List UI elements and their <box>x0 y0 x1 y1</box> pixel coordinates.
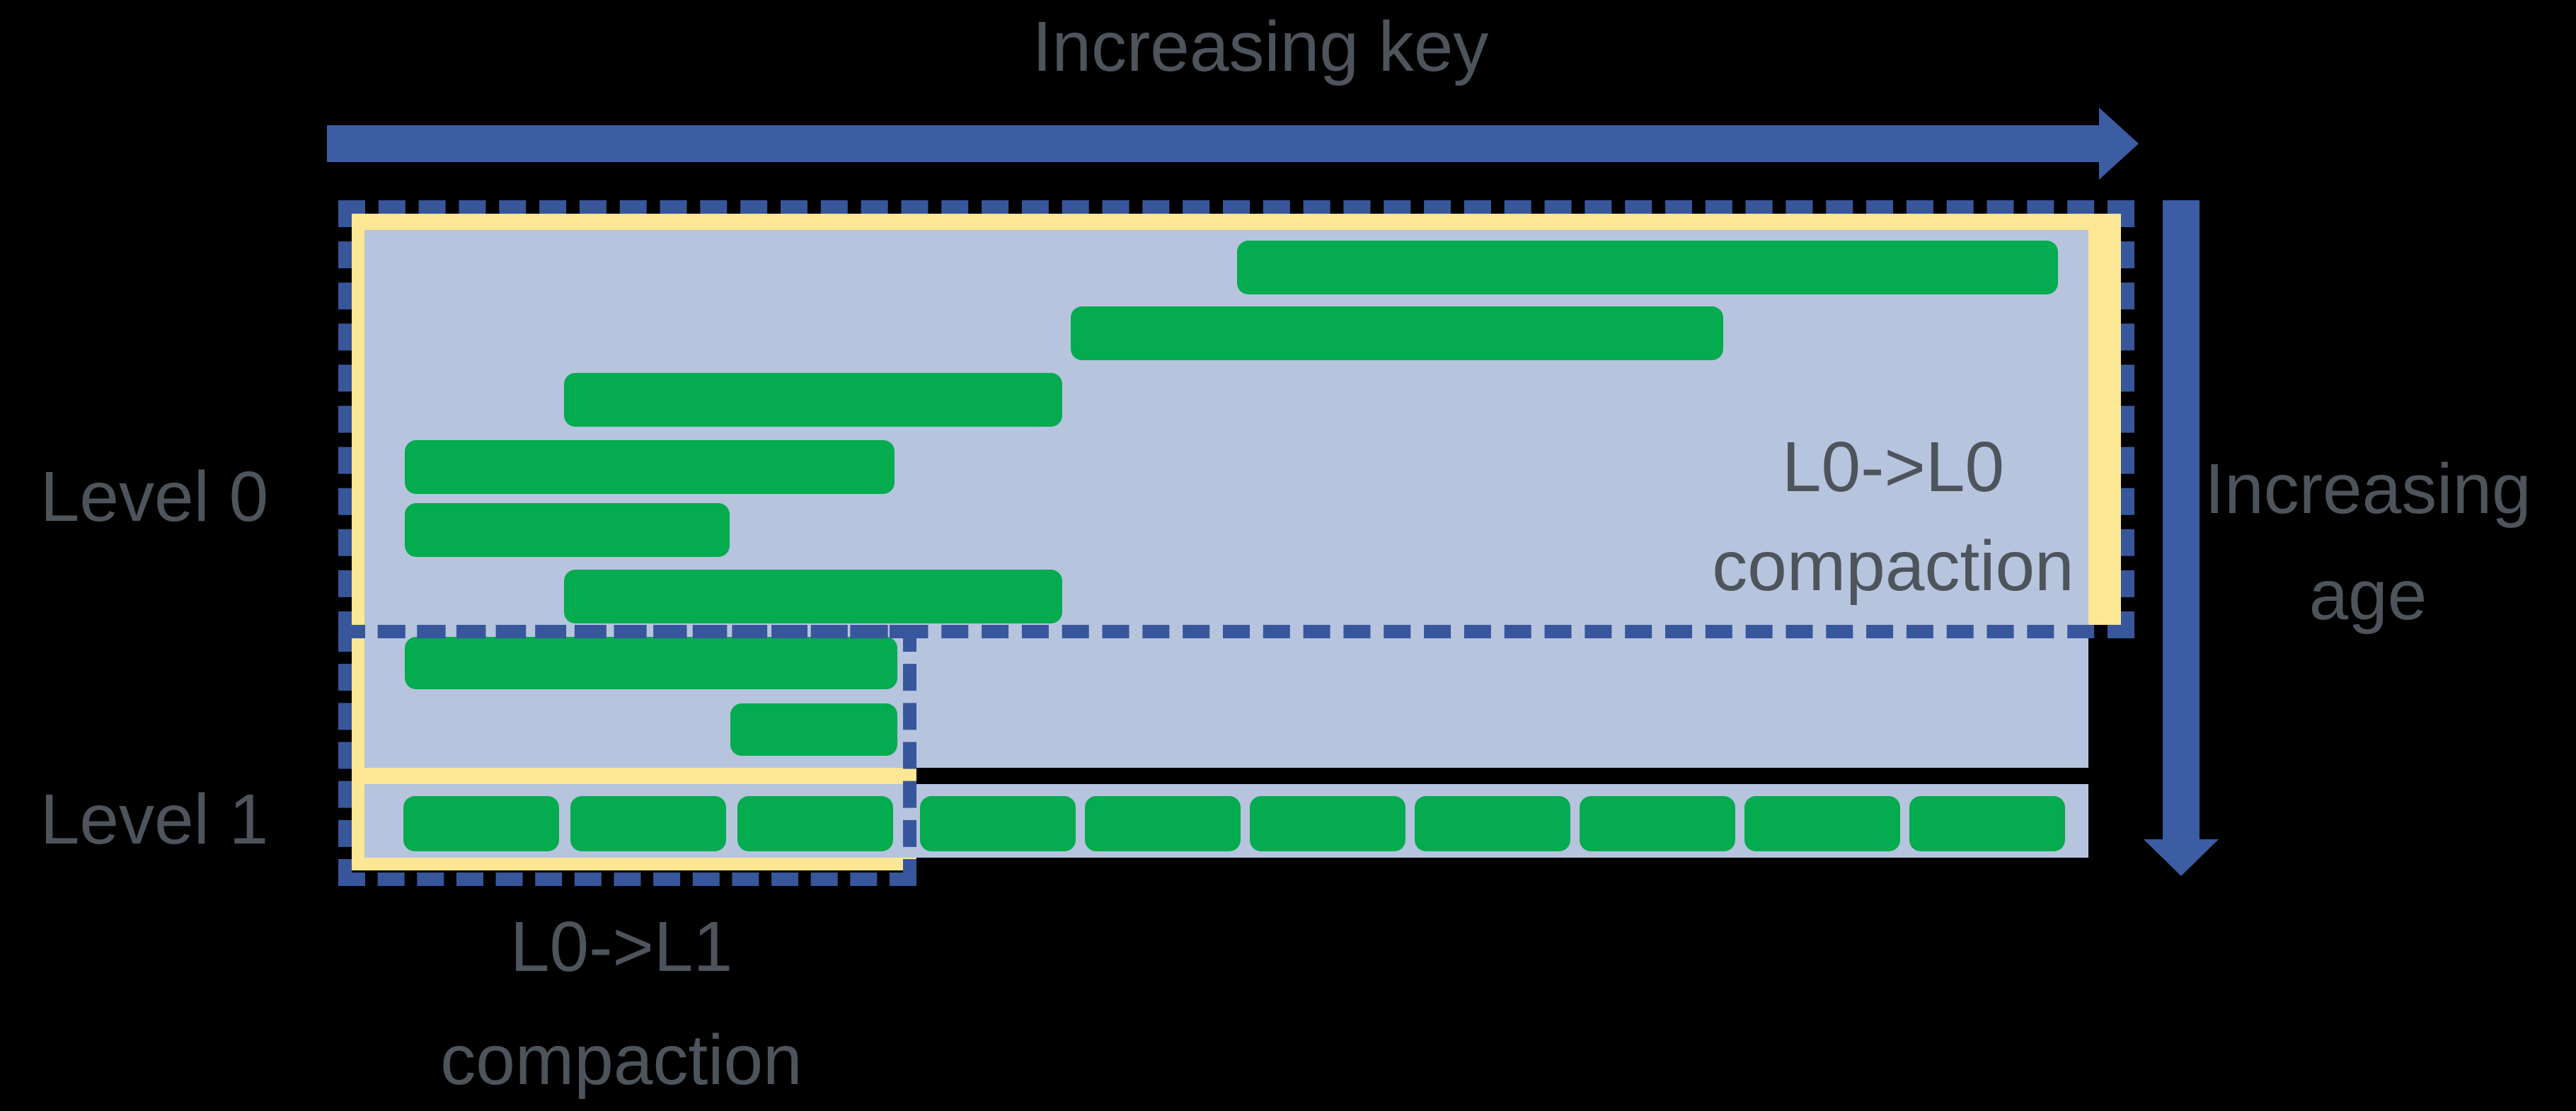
increasing-key-label: Increasing key <box>1032 7 1489 86</box>
level0-sstable <box>564 373 1062 427</box>
level1-sstable <box>570 796 726 851</box>
level0-sstable <box>405 440 895 494</box>
increasing-key-arrow <box>327 125 2100 162</box>
level0-sstable <box>730 703 897 756</box>
increasing-age-label-line1: Increasing <box>2204 449 2531 529</box>
increasing-age-arrowhead-icon <box>2144 839 2219 876</box>
level1-sstable <box>1250 796 1405 851</box>
l0-l0-compaction-label-line2: compaction <box>1712 526 2074 606</box>
level0-sstable <box>564 570 1062 623</box>
level1-sstable <box>403 796 559 851</box>
increasing-age-label: Increasing age <box>2156 436 2576 648</box>
level1-sstable <box>737 796 893 851</box>
l0-l0-compaction-label-line1: L0->L0 <box>1781 427 2005 507</box>
level1-sstable <box>1085 796 1241 851</box>
l0-l0-compaction-label: L0->L0 compaction <box>1539 418 2247 616</box>
l0-l1-compaction-label-line2: compaction <box>440 1020 803 1100</box>
level0-label: Level 0 <box>40 457 269 536</box>
level1-sstable <box>920 796 1076 851</box>
level0-sstable <box>405 503 730 557</box>
level1-sstable <box>1415 796 1570 851</box>
level1-label: Level 1 <box>40 780 269 859</box>
l0-l1-compaction-label: L0->L1 compaction <box>268 890 975 1111</box>
increasing-age-label-line2: age <box>2308 556 2427 635</box>
level1-sstable <box>1580 796 1735 851</box>
level0-sstable <box>405 637 897 689</box>
level0-sstable <box>1237 241 2058 294</box>
l0-l1-compaction-label-line1: L0->L1 <box>510 907 733 986</box>
l0-l1-compaction-box <box>338 625 916 886</box>
level1-sstable <box>1744 796 1900 851</box>
level1-sstable <box>1909 796 2065 851</box>
level0-sstable <box>1071 306 1723 360</box>
increasing-key-arrowhead-icon <box>2099 108 2139 180</box>
increasing-age-arrow <box>2163 200 2200 841</box>
